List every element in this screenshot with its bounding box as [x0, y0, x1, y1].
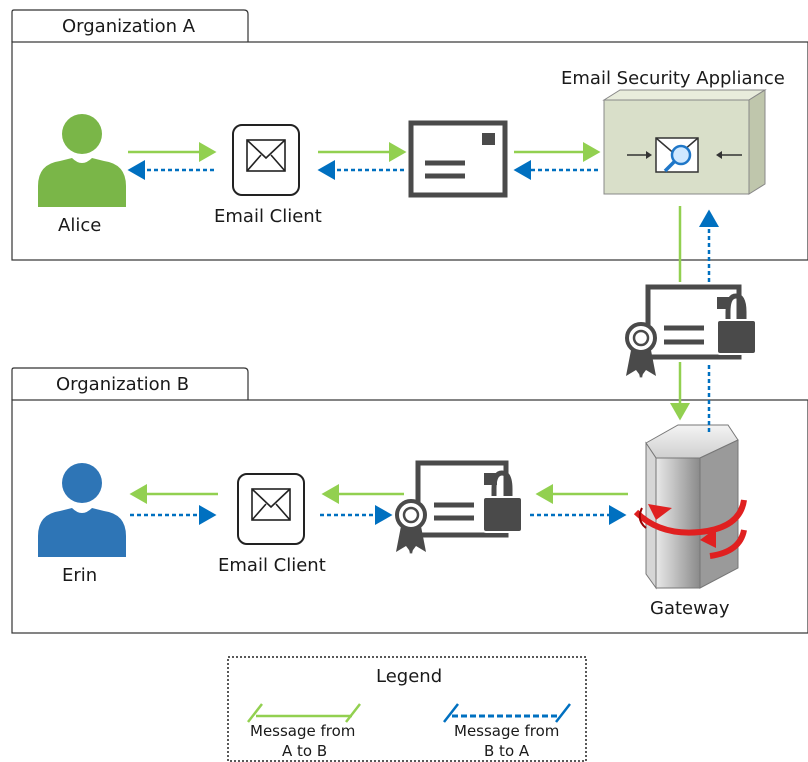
- erin-person-icon: [38, 463, 126, 557]
- email-security-appliance-icon: [602, 89, 767, 195]
- appliance-label: Email Security Appliance: [561, 68, 785, 89]
- org-a-frame: [11, 9, 808, 261]
- legend-a-to-b-line2: A to B: [282, 742, 328, 760]
- gateway-server-icon: [633, 424, 747, 590]
- org-b-frame: [11, 367, 808, 634]
- alice-person-icon: [38, 114, 126, 207]
- flow-arrows-org-b: [129, 484, 628, 525]
- email-client-b-label: Email Client: [218, 555, 326, 576]
- legend-b-to-a-line2: B to A: [484, 742, 530, 760]
- flow-arrows-org-a: [127, 142, 601, 180]
- legend-title: Legend: [376, 666, 443, 687]
- org-a-title: Organization A: [62, 16, 196, 37]
- erin-label: Erin: [62, 565, 98, 586]
- legend-a-to-b-line1: Message from: [250, 722, 356, 740]
- gateway-label: Gateway: [650, 598, 730, 619]
- signed-encrypted-message-icon: [625, 284, 757, 378]
- email-client-a-label: Email Client: [214, 206, 322, 227]
- legend-box: [227, 656, 587, 762]
- alice-label: Alice: [58, 215, 102, 236]
- flow-arrows-inter-org: [670, 206, 719, 432]
- org-b-title: Organization B: [56, 374, 190, 395]
- email-client-b-icon: [237, 473, 305, 545]
- email-client-a-icon: [232, 124, 300, 196]
- legend-b-to-a-line1: Message from: [454, 722, 560, 740]
- signed-encrypted-message-b-icon: [395, 460, 523, 554]
- envelope-icon: [408, 120, 508, 198]
